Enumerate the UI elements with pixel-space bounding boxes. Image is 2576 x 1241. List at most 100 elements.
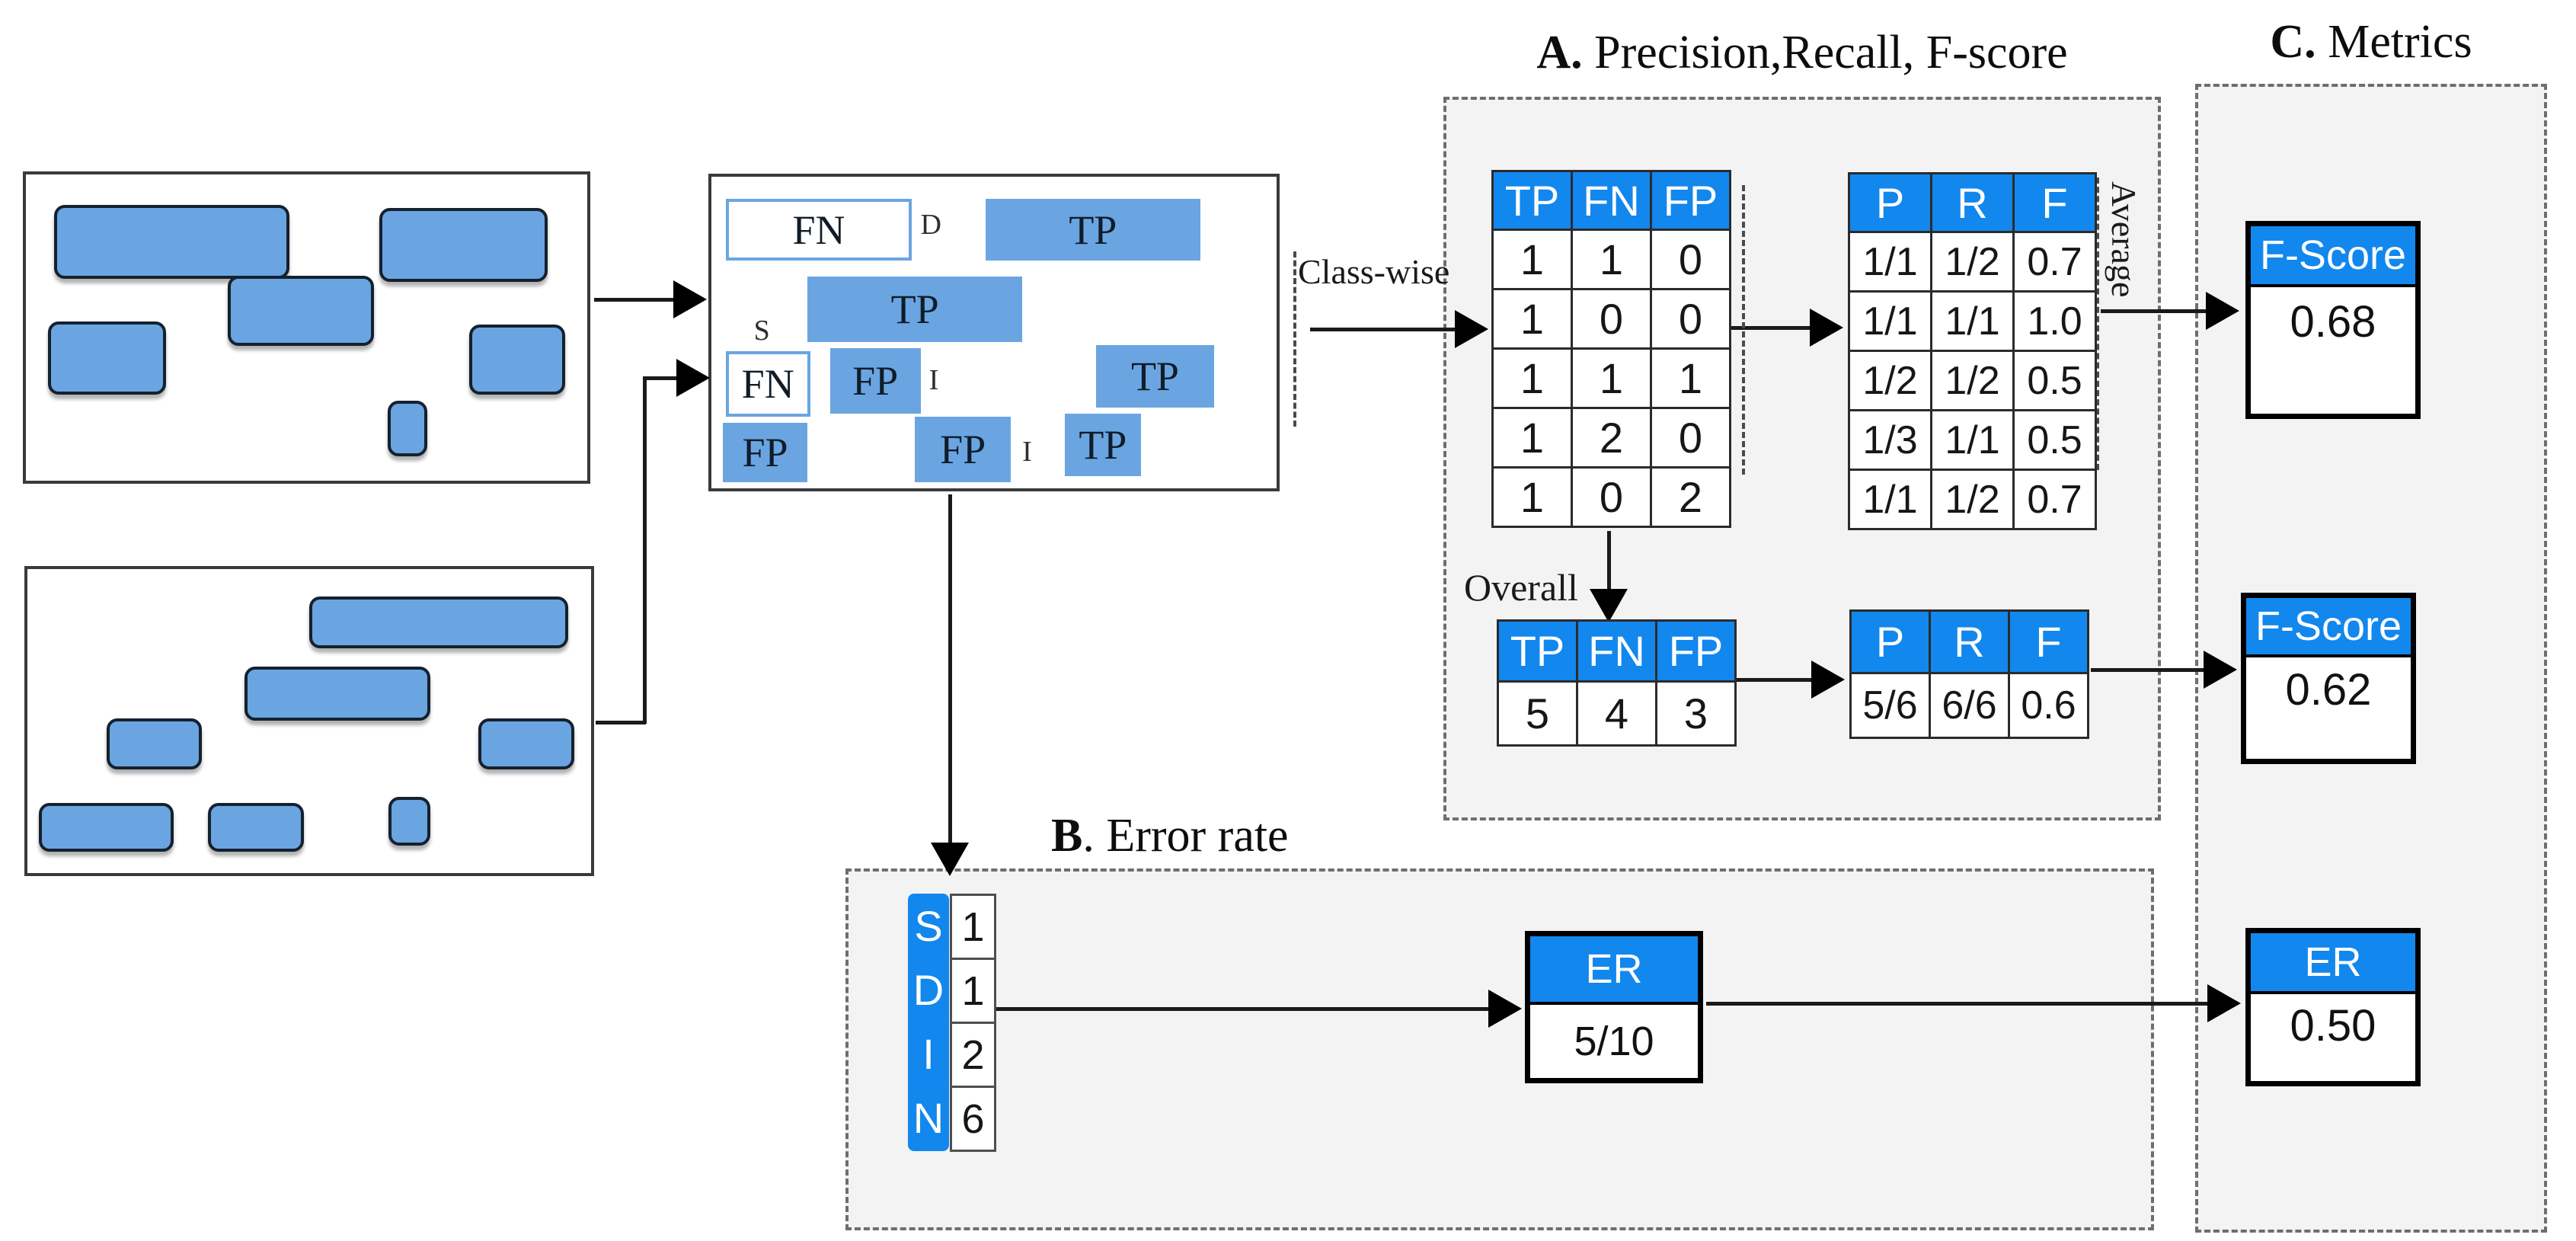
table-row: 1 bbox=[950, 894, 996, 960]
connector-line bbox=[1706, 1002, 2209, 1006]
overall-counts-table: TP FN FP 5 4 3 bbox=[1497, 619, 1737, 747]
table-cell: 6/6 bbox=[1929, 672, 2010, 739]
table-cell: 1 bbox=[1650, 347, 1731, 409]
section-c-title: C. Metrics bbox=[2195, 15, 2547, 69]
error-counts-table: 1 1 2 6 bbox=[950, 894, 996, 1152]
er-final-header: ER bbox=[2251, 933, 2415, 994]
average-label: Average bbox=[2105, 181, 2143, 298]
connector-line bbox=[1607, 531, 1611, 592]
fn-segment: FN bbox=[725, 351, 810, 417]
table-cell: 1/1 bbox=[1848, 290, 1932, 352]
table-header-row: P R F bbox=[1848, 172, 2097, 233]
section-a-title: A. Precision,Recall, F-score bbox=[1443, 26, 2161, 80]
deletion-marker: D bbox=[920, 208, 941, 241]
arrowhead-right bbox=[2206, 292, 2239, 330]
arrowhead-down bbox=[931, 843, 969, 876]
table-header-cell: P bbox=[1848, 172, 1932, 233]
table-cell: 1 bbox=[1491, 347, 1573, 409]
table-row: 1/3 1/1 0.5 bbox=[1848, 409, 2097, 471]
table-cell: 0.7 bbox=[2012, 231, 2097, 293]
fscore-classwise-box: F-Score 0.68 bbox=[2245, 221, 2421, 419]
table-cell: 1/3 bbox=[1848, 409, 1932, 471]
tp-label: TP bbox=[1130, 353, 1179, 399]
table-header-cell: TP bbox=[1491, 170, 1573, 231]
table-cell: 2 bbox=[950, 1022, 996, 1088]
table-cell: 1/1 bbox=[1930, 409, 2015, 471]
arrowhead-right bbox=[1810, 309, 1843, 347]
segment-bar bbox=[48, 321, 167, 395]
table-row: 1 1 1 bbox=[1491, 347, 1731, 409]
table-cell: 2 bbox=[1650, 466, 1731, 528]
tp-segment: TP bbox=[1095, 344, 1215, 408]
fscore-overall-header: F-Score bbox=[2246, 598, 2411, 657]
segment-bar bbox=[309, 596, 569, 648]
section-c-title-rest: Metrics bbox=[2316, 16, 2472, 68]
table-row: 1/2 1/2 0.5 bbox=[1848, 350, 2097, 411]
table-row: 5 4 3 bbox=[1497, 680, 1737, 747]
table-cell: 1/1 bbox=[1848, 469, 1932, 530]
fp-label: FP bbox=[940, 426, 986, 472]
error-type-d: D bbox=[912, 965, 944, 1014]
table-cell: 2 bbox=[1571, 407, 1652, 469]
table-cell: 0 bbox=[1571, 288, 1652, 350]
table-cell: 1 bbox=[1491, 466, 1573, 528]
tp-label: TP bbox=[1069, 206, 1117, 253]
connector-line bbox=[2101, 309, 2207, 313]
table-header-row: P R F bbox=[1849, 609, 2089, 674]
table-row: 1/1 1/2 0.7 bbox=[1848, 231, 2097, 293]
table-cell: 4 bbox=[1576, 680, 1657, 747]
segment-bar bbox=[469, 324, 565, 395]
tp-label: TP bbox=[890, 286, 939, 332]
fp-label: FP bbox=[742, 429, 788, 475]
arrowhead-right bbox=[676, 359, 710, 397]
tp-segment: TP bbox=[807, 276, 1023, 342]
segment-bar bbox=[106, 718, 203, 770]
table-header-cell: F bbox=[2012, 172, 2097, 233]
table-header-cell: R bbox=[1929, 609, 2010, 674]
segment-bar bbox=[379, 208, 548, 282]
connector-line bbox=[1310, 328, 1455, 331]
table-cell: 0 bbox=[1650, 288, 1731, 350]
segment-bar bbox=[228, 275, 374, 347]
segment-bar bbox=[53, 205, 290, 279]
connector-line bbox=[643, 376, 678, 380]
table-cell: 1/2 bbox=[1930, 469, 2015, 530]
fscore-classwise-value: 0.68 bbox=[2290, 296, 2376, 347]
dashed-bracket bbox=[1742, 185, 1745, 475]
table-cell: 0 bbox=[1650, 229, 1731, 290]
table-row: 1/1 1/2 0.7 bbox=[1848, 469, 2097, 530]
table-cell: 1 bbox=[1491, 288, 1573, 350]
section-b-title-rest: . Error rate bbox=[1082, 810, 1289, 862]
table-row: 1 2 0 bbox=[1491, 407, 1731, 469]
er-intermediate-value: 5/10 bbox=[1574, 1019, 1654, 1064]
segment-bar bbox=[207, 803, 304, 852]
table-cell: 0.7 bbox=[2012, 469, 2097, 530]
er-intermediate-header: ER bbox=[1530, 936, 1698, 1005]
class-wise-label: Class-wise bbox=[1298, 252, 1450, 291]
table-cell: 1.0 bbox=[2012, 290, 2097, 352]
table-cell: 0 bbox=[1571, 466, 1652, 528]
overall-prf-table: P R F 5/6 6/6 0.6 bbox=[1849, 609, 2089, 739]
table-cell: 1 bbox=[1571, 347, 1652, 409]
table-header-cell: FN bbox=[1576, 619, 1657, 683]
table-header-cell: FN bbox=[1571, 170, 1652, 231]
table-row: 6 bbox=[950, 1086, 996, 1152]
insertion-marker: I bbox=[928, 364, 939, 397]
connector-line bbox=[643, 376, 647, 724]
table-cell: 1 bbox=[1571, 229, 1652, 290]
table-header-cell: FP bbox=[1650, 170, 1731, 231]
fscore-overall-value: 0.62 bbox=[2285, 664, 2372, 715]
segment-bar bbox=[478, 718, 574, 770]
connector-line bbox=[1731, 326, 1811, 330]
connector-line bbox=[1737, 678, 1813, 682]
table-cell: 5/6 bbox=[1849, 672, 1931, 739]
fn-label: FN bbox=[741, 360, 794, 407]
annotation-panel-bottom bbox=[24, 566, 594, 876]
segment-bar bbox=[244, 666, 431, 721]
table-cell: 0.5 bbox=[2012, 409, 2097, 471]
table-header-cell: R bbox=[1930, 172, 2015, 233]
section-a-title-prefix: A. bbox=[1536, 27, 1583, 78]
table-cell: 3 bbox=[1655, 680, 1737, 747]
table-row: 1/1 1/1 1.0 bbox=[1848, 290, 2097, 352]
section-c-title-prefix: C. bbox=[2270, 16, 2316, 68]
